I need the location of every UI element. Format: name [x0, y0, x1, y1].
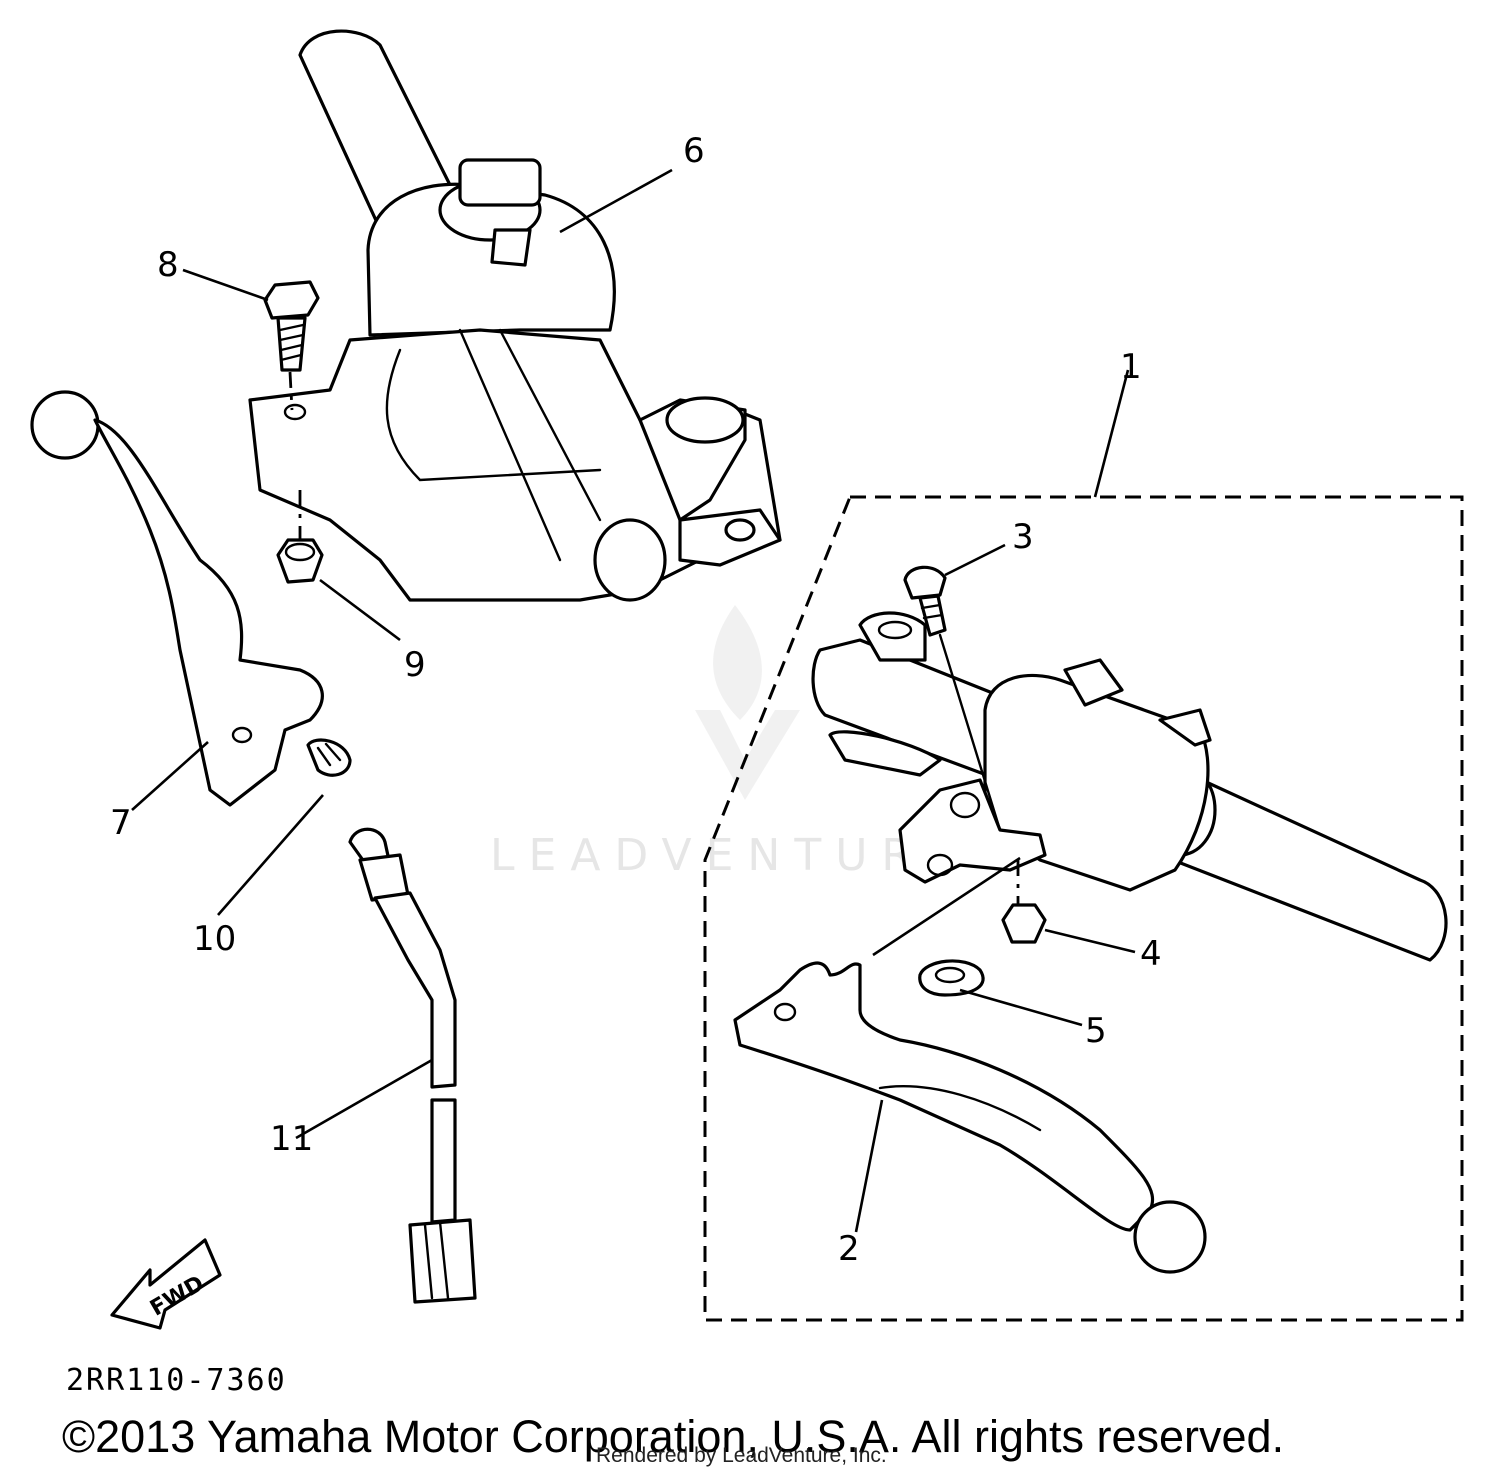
bolt-part-8: [263, 280, 320, 411]
copyright-notice: ©2013 Yamaha Motor Corporation, U.S.A. A…: [62, 1411, 1284, 1462]
screw-part-3: [903, 565, 1002, 832]
lever-holder-assembly: [811, 611, 1448, 962]
rendered-by-notice: Rendered by LeadVenture, Inc.: [596, 1444, 887, 1467]
leader-lines: [131, 168, 1136, 1233]
nut-part-4: [1001, 860, 1047, 944]
master-cylinder-part-6: [248, 29, 782, 602]
drawing-code: 2RR110-7360: [66, 1363, 287, 1398]
callout-10: 10: [193, 919, 236, 959]
brake-switch-part-11: [348, 827, 477, 1304]
callout-1: 1: [1120, 347, 1142, 387]
callout-4: 4: [1140, 934, 1162, 974]
callout-11: 11: [270, 1119, 313, 1159]
nut-part-9: [276, 490, 324, 584]
callout-2: 2: [838, 1229, 860, 1269]
lever-part-2: [733, 961, 1207, 1274]
callout-7: 7: [110, 803, 132, 843]
lever-part-7: [30, 390, 324, 807]
callout-3: 3: [1012, 517, 1034, 557]
callout-8: 8: [157, 245, 179, 285]
fwd-arrow-icon: FWD: [110, 1238, 222, 1330]
pin-part-10: [306, 738, 352, 777]
watermark-logo: [695, 605, 800, 800]
kit-boundary-box: [703, 495, 1464, 1322]
callout-6: 6: [683, 131, 705, 171]
washer-part-5: [918, 959, 985, 997]
callout-5: 5: [1085, 1011, 1107, 1051]
callout-9: 9: [404, 645, 426, 685]
watermark-text: LEADVENTURE: [490, 830, 968, 881]
